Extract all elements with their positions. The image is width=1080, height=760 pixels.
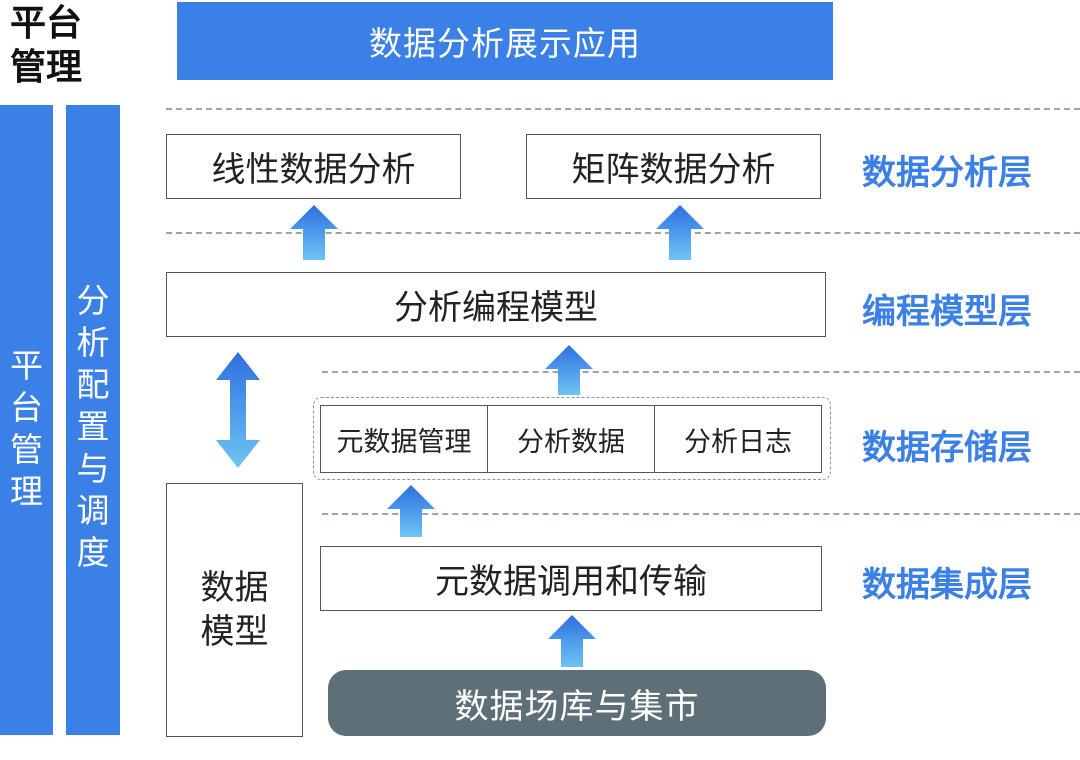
analysis-log-cell: 分析日志 xyxy=(654,406,821,472)
up-arrow-icon xyxy=(290,205,338,260)
metadata-management-cell: 元数据管理 xyxy=(336,426,472,458)
separator-analysis xyxy=(166,232,1080,234)
linear-analysis-box: 线性数据分析 xyxy=(166,134,461,199)
analysis-data-cell: 分析数据 xyxy=(487,406,654,472)
up-arrow-icon xyxy=(387,485,435,537)
layer-label-storage: 数据存储层 xyxy=(862,428,1032,468)
analysis-config-bar: 分析配置与调度 xyxy=(66,105,120,735)
data-model-box: 数据模型 xyxy=(166,483,303,737)
data-warehouse-pill: 数据场库与集市 xyxy=(328,670,826,736)
data-model-label: 数据模型 xyxy=(200,568,269,652)
double-arrow-icon xyxy=(216,352,260,468)
platform-management-heading: 平台 管理 xyxy=(10,2,110,90)
programming-model-box: 分析编程模型 xyxy=(166,272,826,337)
storage-group-outline xyxy=(313,397,831,480)
up-arrow-icon xyxy=(545,345,593,395)
layer-label-integration: 数据集成层 xyxy=(862,565,1032,605)
layer-label-analysis: 数据分析层 xyxy=(862,153,1032,193)
corner-label-line1: 平台 xyxy=(10,3,83,44)
platform-management-bar: 平台管理 xyxy=(0,105,53,735)
matrix-analysis-box: 矩阵数据分析 xyxy=(526,134,821,199)
corner-label-line2: 管理 xyxy=(10,47,83,88)
up-arrow-icon xyxy=(656,205,704,260)
separator-storage xyxy=(322,513,1080,515)
platform-management-label: 平台管理 xyxy=(10,346,43,511)
app-banner: 数据分析展示应用 xyxy=(177,2,833,80)
separator-programming xyxy=(322,371,1080,373)
analysis-config-label: 分析配置与调度 xyxy=(76,281,110,572)
layer-label-programming: 编程模型层 xyxy=(862,292,1032,332)
storage-row: 元数据管理 分析数据 分析日志 xyxy=(320,405,822,473)
metadata-transfer-box: 元数据调用和传输 xyxy=(320,546,822,611)
separator-top xyxy=(166,108,1080,110)
up-arrow-icon xyxy=(548,615,596,667)
